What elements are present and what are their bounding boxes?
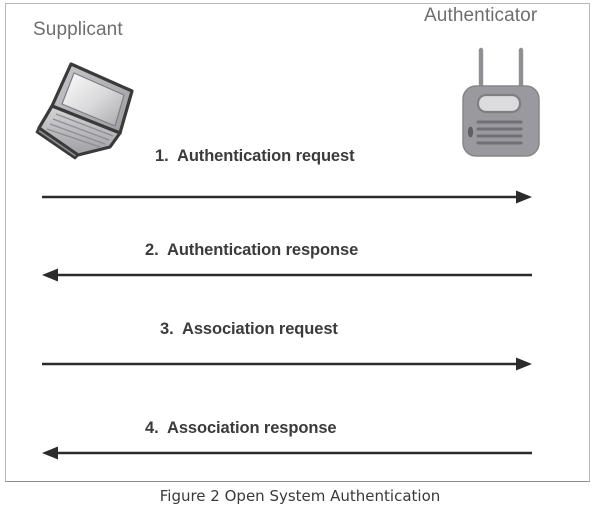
message-text-1: Authentication request — [177, 147, 355, 165]
message-number-3: 3. — [160, 320, 174, 338]
access-point-icon — [455, 44, 555, 162]
message-label-2: 2. Authentication response — [145, 241, 358, 260]
message-text-4: Association response — [167, 419, 337, 437]
message-arrow-3 — [42, 357, 532, 371]
message-arrow-2 — [42, 268, 532, 282]
message-number-2: 2. — [145, 241, 159, 259]
endpoint-label-authenticator: Authenticator — [424, 5, 538, 26]
message-label-4: 4. Association response — [145, 419, 337, 438]
laptop-icon — [26, 54, 146, 164]
message-text-2: Authentication response — [167, 241, 359, 259]
message-label-3: 3. Association request — [160, 320, 338, 339]
message-text-3: Association request — [182, 320, 338, 338]
message-number-1: 1. — [155, 147, 169, 165]
endpoint-label-supplicant: Supplicant — [33, 19, 123, 40]
message-arrow-4 — [42, 446, 532, 460]
message-number-4: 4. — [145, 419, 159, 437]
figure-caption: Figure 2 Open System Authentication — [159, 487, 441, 505]
message-label-1: 1. Authentication request — [155, 147, 355, 166]
message-arrow-1 — [42, 190, 532, 204]
